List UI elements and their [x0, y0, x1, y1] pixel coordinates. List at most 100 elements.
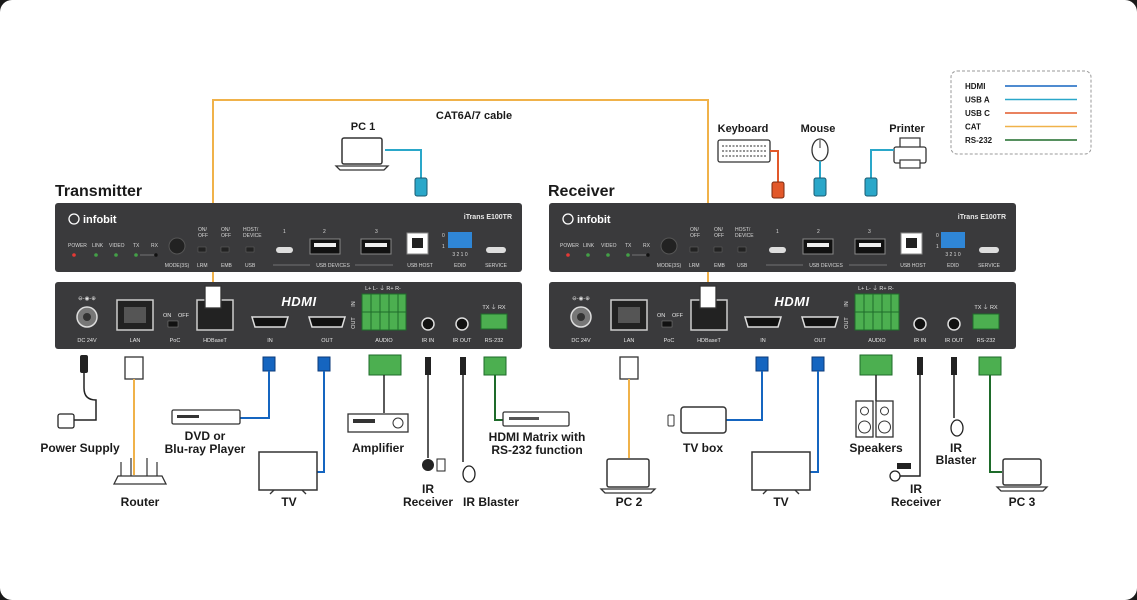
- usb-c-plug-icon: [771, 181, 785, 199]
- rx-link-label: LINK: [583, 243, 595, 249]
- usb-c-port[interactable]: [769, 247, 786, 253]
- rs232-terminal-block[interactable]: [480, 313, 508, 330]
- keyboard-label: Keyboard: [718, 123, 769, 135]
- rx-host2: DEVICE: [735, 233, 754, 239]
- ir-out-port[interactable]: [947, 317, 961, 331]
- hdmi-plug-icon: [755, 356, 769, 372]
- tx-ir-in: IR IN: [422, 338, 435, 344]
- mode-button[interactable]: [660, 237, 678, 255]
- tx-ir-out: IR OUT: [453, 338, 472, 344]
- ir-receiver-rx-2: Receiver: [891, 495, 941, 509]
- tx-led-icon: [626, 253, 630, 257]
- tx-model: iTrans E100TR: [464, 214, 512, 221]
- audio-plug-icon: [368, 354, 402, 376]
- ir-receiver-rx-1: IR: [910, 482, 922, 496]
- tx-sw0: 0: [442, 233, 445, 239]
- rx-p3: 3: [868, 229, 871, 235]
- mouse-icon: [811, 138, 829, 162]
- usb-a-plug-icon: [864, 177, 878, 197]
- speakers-label: Speakers: [849, 441, 903, 455]
- edid-dip-switch[interactable]: [941, 232, 965, 248]
- transmitter-title: Transmitter: [55, 183, 142, 200]
- tx-onoff2: ON/: [221, 227, 231, 233]
- lrm-switch[interactable]: [689, 246, 699, 253]
- rx-video-label: VIDEO: [601, 243, 617, 249]
- cat-cable-main: [212, 99, 709, 292]
- hdmi-out-port[interactable]: [307, 316, 347, 328]
- rx-lrm-label: LRM: [689, 263, 700, 269]
- ir-in-port[interactable]: [421, 317, 435, 331]
- tx-hdbaset: HDBaseT: [203, 338, 227, 344]
- legend-label: USB A: [965, 96, 990, 105]
- pc3-label: PC 3: [1009, 495, 1036, 509]
- rx-audio: AUDIO: [868, 338, 886, 344]
- mouse-label: Mouse: [801, 123, 836, 135]
- audio-terminal-block[interactable]: [361, 293, 407, 331]
- tv-box-icon: [667, 406, 727, 434]
- tx-audio-pins: L+ L- ⏚ R+ R-: [365, 285, 401, 292]
- rx-sw0: 0: [936, 233, 939, 239]
- rx-tx-label: TX: [625, 243, 632, 249]
- hdmi-plug-icon: [811, 356, 825, 372]
- usb-a-cable-pc1: [385, 149, 422, 178]
- rx-off: OFF: [672, 313, 684, 319]
- dc-polarity-icon: ⊖-◉-⊕: [78, 296, 96, 302]
- lrm-switch[interactable]: [197, 246, 207, 253]
- service-port[interactable]: [486, 247, 506, 253]
- emb-switch[interactable]: [713, 246, 723, 253]
- remote-icon: [897, 463, 911, 469]
- hdmi-plug-icon: [262, 356, 276, 372]
- rs232-terminal-block[interactable]: [972, 313, 1000, 330]
- dc-polarity-icon: ⊖-◉-⊕: [572, 296, 590, 302]
- usb-a-plug-icon: [414, 177, 428, 197]
- tx-in: IN: [267, 338, 273, 344]
- poc-switch[interactable]: [167, 320, 179, 328]
- tx-usb-devices: USB DEVICES: [316, 263, 350, 269]
- service-port[interactable]: [979, 247, 999, 253]
- ir-out-port[interactable]: [455, 317, 469, 331]
- usb-a-plug-icon: [813, 177, 827, 197]
- emb-switch[interactable]: [220, 246, 230, 253]
- usb-mode-switch[interactable]: [245, 246, 255, 253]
- poc-switch[interactable]: [661, 320, 673, 328]
- hdmi-out-port[interactable]: [800, 316, 840, 328]
- tx-p2: 2: [323, 229, 326, 235]
- tx-audio-out: OUT: [351, 317, 357, 329]
- tx-audio-in: IN: [351, 301, 357, 307]
- usb-mode-switch[interactable]: [737, 246, 747, 253]
- rx-ir-out: IR OUT: [945, 338, 964, 344]
- amplifier-icon: [347, 413, 409, 433]
- infobit-logo-icon: [68, 213, 80, 225]
- audio-terminal-block[interactable]: [854, 293, 900, 331]
- tx-on: ON: [163, 313, 171, 319]
- mode-button[interactable]: [168, 237, 186, 255]
- tx-edid-nums: 3 2 1 0: [452, 252, 468, 258]
- tx-service: SERVICE: [485, 263, 508, 269]
- tx-off: OFF: [178, 313, 190, 319]
- hdmi-in-port[interactable]: [743, 316, 783, 328]
- video-led-icon: [114, 253, 118, 257]
- tx-rs232: RS-232: [485, 338, 504, 344]
- tx-rs-pins: TX ⏚ RX: [482, 304, 506, 311]
- rx-audio-pins: L+ L- ⏚ R+ R-: [858, 285, 894, 292]
- usb-c-port[interactable]: [276, 247, 293, 253]
- rx-host1: HOST/: [735, 227, 751, 233]
- rx-onoff1b: OFF: [690, 233, 700, 239]
- edid-dip-switch[interactable]: [448, 232, 472, 248]
- ir-receiver-icon: [889, 470, 901, 482]
- usb-a-cable-printer: [870, 149, 894, 178]
- tx-p3: 3: [375, 229, 378, 235]
- ir-receiver-tx-1: IR: [422, 482, 434, 496]
- pc1-label: PC 1: [351, 121, 375, 133]
- tx-brand: infobit: [83, 214, 117, 226]
- ir-in-port[interactable]: [913, 317, 927, 331]
- hdmi-in-port[interactable]: [250, 316, 290, 328]
- rx-model: iTrans E100TR: [958, 214, 1006, 221]
- tx-emb-label: EMB: [221, 263, 233, 269]
- usb-c-cable-keyboard: [770, 150, 779, 182]
- power-adapter-icon: [57, 413, 75, 429]
- tx-power-label: POWER: [68, 243, 87, 249]
- tx-out: OUT: [321, 338, 333, 344]
